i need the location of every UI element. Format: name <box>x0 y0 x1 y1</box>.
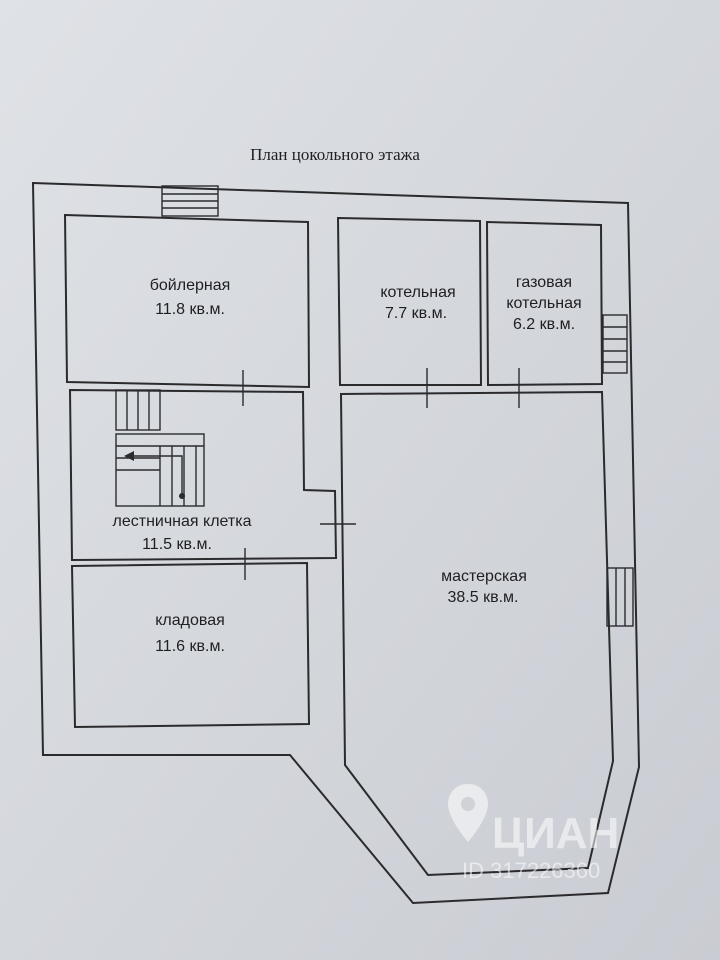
side-stairs-right-bottom <box>606 567 634 627</box>
side-stairs-right-top <box>602 314 628 374</box>
plan-title: План цокольного этажа <box>250 145 420 164</box>
room-workshop <box>339 390 615 877</box>
kotelnaya-name: котельная <box>380 284 455 301</box>
gas-name-line1: газовая <box>516 274 572 291</box>
room-kotelnaya <box>336 216 483 386</box>
workshop-area: 38.5 кв.м. <box>448 589 519 606</box>
door-marks <box>242 368 520 580</box>
room-boiler <box>63 213 311 389</box>
stair-name: лестничная клетка <box>113 513 252 530</box>
cian-watermark: ЦИАН ID 317226360 <box>448 784 619 883</box>
watermark-brand: ЦИАН <box>492 809 619 858</box>
room-stair-cell <box>68 388 338 562</box>
gas-area: 6.2 кв.м. <box>513 316 575 333</box>
workshop-name: мастерская <box>441 568 527 585</box>
gas-name-line2: котельная <box>506 295 581 312</box>
boiler-name: бойлерная <box>150 277 231 294</box>
map-pin-icon <box>448 784 488 842</box>
outer-wall <box>31 181 641 905</box>
boiler-area: 11.8 кв.м. <box>155 301 225 318</box>
room-gas-kotelnaya <box>485 220 604 387</box>
kotelnaya-area: 7.7 кв.м. <box>385 305 447 322</box>
entrance-stairs-top <box>161 185 219 217</box>
storage-name: кладовая <box>155 612 225 629</box>
storage-area: 11.6 кв.м. <box>155 638 225 655</box>
interior-staircase <box>115 389 205 507</box>
stair-area: 11.5 кв.м. <box>142 536 212 553</box>
watermark-id: ID 317226360 <box>462 858 600 883</box>
room-storage <box>70 561 311 729</box>
